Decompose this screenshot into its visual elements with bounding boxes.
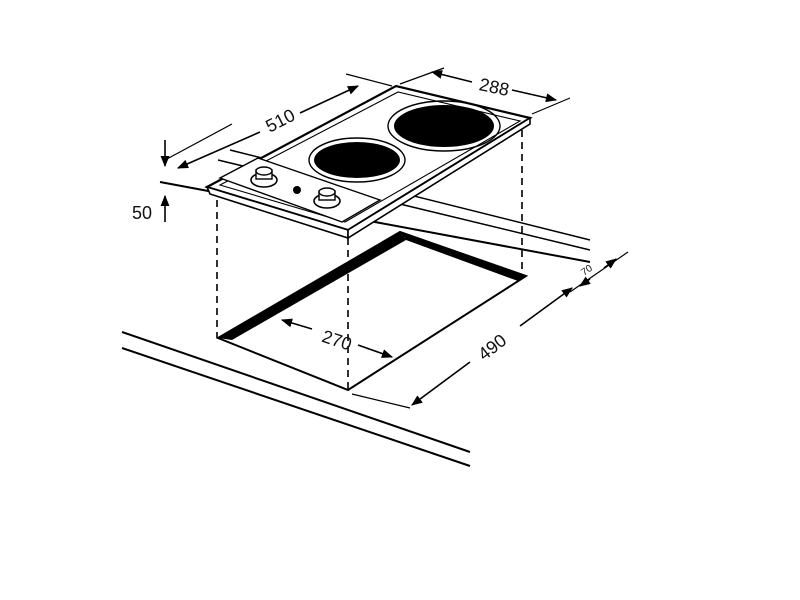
countertop-front-edge bbox=[121, 331, 471, 467]
dimension-label: 50 bbox=[132, 203, 152, 223]
dimension-50: 50 bbox=[132, 140, 170, 223]
dimension-70: 70 bbox=[569, 251, 629, 293]
control-knob-icon bbox=[250, 166, 278, 188]
cutout-opening bbox=[215, 230, 529, 392]
dimension-270: 270 bbox=[280, 318, 394, 358]
hotplate-icon bbox=[387, 100, 501, 152]
dimension-490: 490 bbox=[351, 287, 573, 409]
indicator-light-icon bbox=[293, 186, 301, 194]
control-knob-icon bbox=[313, 187, 341, 209]
dimension-label: 288 bbox=[477, 74, 511, 100]
projection-lines bbox=[216, 130, 523, 390]
dimension-label: 490 bbox=[474, 330, 510, 364]
dimension-label: 510 bbox=[262, 105, 298, 136]
dimension-label: 270 bbox=[319, 326, 354, 354]
hotplate-icon bbox=[308, 137, 406, 183]
